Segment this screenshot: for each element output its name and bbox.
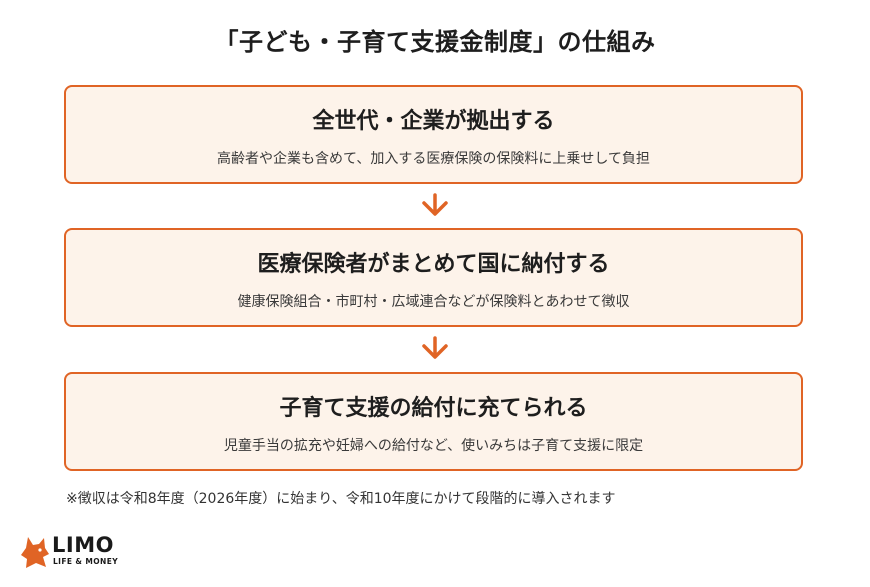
footnote: ※徴収は令和8年度（2026年度）に始まり、令和10年度にかけて段階的に導入され… — [66, 491, 616, 507]
limo-logo: LIMO LIFE & MONEY — [20, 533, 130, 573]
step-heading: 子育て支援の給付に充てられる — [279, 396, 588, 421]
step-heading: 全世代・企業が拠出する — [312, 109, 555, 134]
step-description: 健康保険組合・市町村・広域連合などが保険料とあわせて徴収 — [237, 294, 630, 310]
step-description: 高齢者や企業も含めて、加入する医療保険の保険料に上乗せして負担 — [217, 151, 650, 167]
down-arrow-icon — [422, 193, 448, 216]
step-box-payment: 医療保険者がまとめて国に納付する 健康保険組合・市町村・広域連合などが保険料とあ… — [64, 228, 803, 327]
logo-tagline: LIFE & MONEY — [53, 557, 119, 566]
logo-name: LIMO — [52, 533, 114, 557]
step-box-benefits: 子育て支援の給付に充てられる 児童手当の拡充や妊婦への給付など、使いみちは子育て… — [64, 372, 803, 471]
fox-mascot-icon — [21, 537, 49, 568]
down-arrow-icon — [422, 336, 448, 359]
step-heading: 医療保険者がまとめて国に納付する — [257, 252, 610, 277]
step-box-contribute: 全世代・企業が拠出する 高齢者や企業も含めて、加入する医療保険の保険料に上乗せし… — [64, 85, 803, 184]
page-title: 「子ども・子育て支援金制度」の仕組み — [214, 28, 656, 56]
step-description: 児童手当の拡充や妊婦への給付など、使いみちは子育て支援に限定 — [223, 438, 644, 454]
